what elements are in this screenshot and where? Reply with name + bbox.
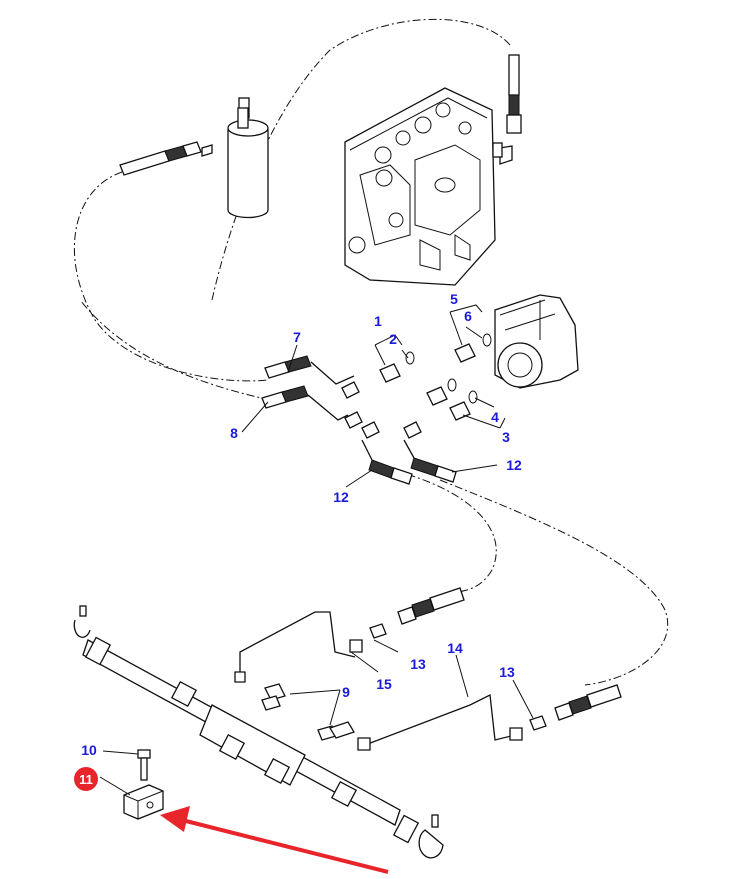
callout-12-left[interactable]: 12 [333,489,349,505]
bolt-part-10 [137,749,151,781]
callout-2[interactable]: 2 [389,331,397,347]
highlight-arrow [160,806,389,874]
leader-lines [99,304,534,796]
callout-1[interactable]: 1 [374,313,382,329]
callout-8[interactable]: 8 [230,425,238,441]
hose-routing-lines [74,18,669,686]
callout-13-left[interactable]: 13 [410,656,426,672]
callout-10[interactable]: 10 [81,742,97,758]
callout-11-highlighted[interactable]: 11 [74,767,98,791]
clamp-part-11 [123,784,164,820]
callout-14[interactable]: 14 [447,640,463,656]
steering-valve-block [344,87,496,286]
steering-cylinder [73,605,444,859]
callout-5[interactable]: 5 [450,291,458,307]
callout-15[interactable]: 15 [376,676,392,692]
callout-3[interactable]: 3 [502,429,510,445]
filter-canister [201,97,269,219]
fittings-middle [379,333,492,421]
callout-4[interactable]: 4 [491,409,499,425]
hoses-middle [261,355,457,485]
callout-9[interactable]: 9 [342,684,350,700]
callout-12-right[interactable]: 12 [506,457,522,473]
hose-top-left [119,141,202,176]
rigid-pipes [234,587,622,751]
callout-13-right[interactable]: 13 [499,664,515,680]
steering-pump [494,294,579,389]
hose-top-right [492,54,522,165]
callout-6[interactable]: 6 [464,308,472,324]
callout-7[interactable]: 7 [293,329,301,345]
